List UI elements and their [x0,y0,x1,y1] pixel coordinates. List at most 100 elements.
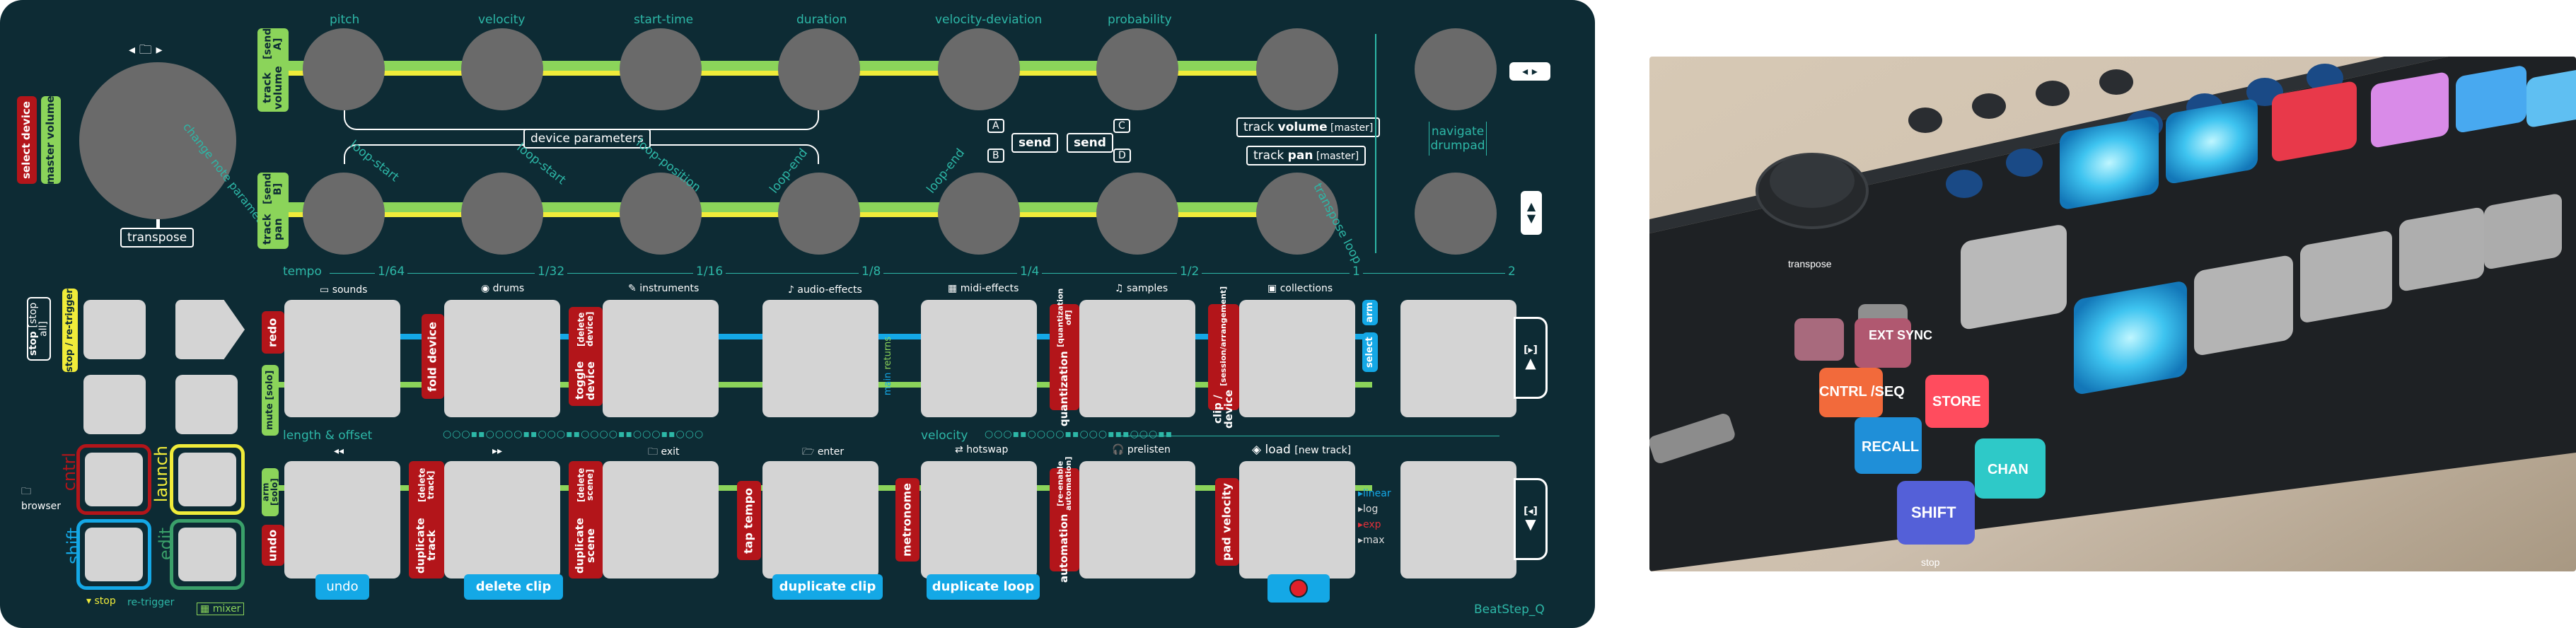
folder-nav-icon: ◂ 🗀 ▸ [129,42,163,57]
launch-ring [170,444,245,515]
knob-loop-start-1[interactable] [303,173,385,255]
pad-velocity-tag: pad velocity [1215,478,1239,566]
record-button[interactable] [1267,574,1330,603]
duplicate-clip-button[interactable]: duplicate clip [772,574,883,600]
photo-key-shift: SHIFT [1911,504,1956,521]
pad-1-7[interactable] [1239,300,1355,417]
label-start-time: start-time [634,13,694,27]
photo-key-cntrl: CNTRL /SEQ [1819,384,1905,400]
shift-ring [76,519,151,590]
knob-nav-upper[interactable] [1415,28,1497,110]
pad-shift[interactable] [85,528,143,581]
pad-1-6[interactable] [1079,300,1195,417]
knob-loop-start-2[interactable] [461,173,543,255]
knob-blank[interactable] [1096,173,1178,255]
brand-label: BeatStep_Q [1474,603,1545,617]
label-velocity-deviation: velocity-deviation [935,13,1043,27]
pad-edit[interactable] [178,528,236,581]
duplicate-track-tag: duplicate track [delete track] [409,461,444,578]
length-offset-dots: ○○○▪▪○○○○▪▪○○○▪▪○○○○▪▪○○○▪▪○○○ [443,429,704,440]
knob-pitch[interactable] [303,28,385,110]
re-trigger-small-label: re-trigger [127,597,175,608]
knob-duration[interactable] [778,28,860,110]
velocity-label: velocity [921,429,968,443]
automation-tag: automation [re-enable automation] [1050,457,1079,583]
pad-launch[interactable] [178,453,236,506]
pad-left-top-2-arrow[interactable] [175,300,245,359]
knob-velocity[interactable] [461,28,543,110]
device-parameters-label: device parameters [523,129,651,149]
master-encoder-knob[interactable] [79,62,236,219]
right-separator [1375,34,1376,253]
transpose-label: transpose [120,228,195,248]
knob-loop-end-1[interactable] [778,173,860,255]
nav-up-down-button[interactable]: ▲▼ [1521,191,1542,235]
delete-clip-button[interactable]: delete clip [464,574,563,600]
photo-key-ext-sync: EXT SYNC [1869,328,1932,342]
row2-prelisten: 🎧 prelisten [1112,444,1171,455]
pad-cntrl[interactable] [85,453,143,506]
device-photo: CNTRL /SEQ EXT SYNC RECALL STORE SHIFT C… [1649,57,2576,571]
pad-2-5[interactable] [921,461,1037,578]
photo-label-stop: stop [1921,557,1940,568]
pad-2-3[interactable] [603,461,719,578]
pad-1-5[interactable] [921,300,1037,417]
pad-1-3[interactable] [603,300,719,417]
mute-solo-tag: mute [solo] [262,365,279,436]
page-down-button[interactable]: [◂]▼ [1514,478,1548,560]
pad-left-mid-1[interactable] [83,375,146,434]
photo-key-recall: RECALL [1862,439,1919,455]
arm-solo-tag: arm [solo] [260,468,279,516]
mid-return-label: main returns [883,337,893,396]
pad-1-4[interactable] [762,300,878,417]
edit-ring [170,519,245,590]
tempo-label: tempo [283,264,322,279]
toggle-device-tag: toggle device [delete device] [569,307,603,406]
pad-1-1[interactable] [284,300,400,417]
tempo-tick-1-16: 1/16 [693,264,726,279]
cat-instruments: ✎ instruments [628,283,700,294]
mixer-label: ▦ mixer [197,603,245,615]
tempo-tick-1-64: 1/64 [375,264,408,279]
tempo-tick-2: 2 [1505,264,1519,279]
knob-probability[interactable] [1096,28,1178,110]
track-pan-send-b-tag: track pan [send B] [257,173,289,249]
pad-2-8[interactable] [1400,461,1516,578]
pad-left-top-1[interactable] [83,300,146,359]
pad-left-mid-2[interactable] [175,375,238,434]
photo-key-chan: CHAN [1988,462,2029,477]
pad-2-6[interactable] [1079,461,1195,578]
pad-2-4[interactable] [762,461,878,578]
send-a-label: A [987,119,1004,133]
pad-1-8[interactable] [1400,300,1516,417]
nav-left-right-button[interactable]: ◂ ▸ [1509,62,1550,81]
knob-nav-lower[interactable] [1415,173,1497,255]
undo-button[interactable]: undo [315,574,369,600]
device-parameters-bracket-top [344,110,819,130]
quantization-tag: quantization [quantization off] [1050,288,1079,426]
label-velocity: velocity [478,13,526,27]
send-cd-label: send [1067,133,1113,153]
send-b-label: B [987,149,1004,163]
track-pan-master-label: track pan [master] [1246,146,1367,165]
record-dot-icon [1289,579,1308,598]
knob-track-pan-master[interactable] [1256,173,1338,255]
pad-2-1[interactable] [284,461,400,578]
pad-1-2[interactable] [444,300,560,417]
page-up-button[interactable]: [▸]▲ [1514,317,1548,399]
knob-track-volume-master[interactable] [1256,28,1338,110]
velocity-dots: ○○○▪▪○○○○▪▪○○○▪▪▪○○○▪▪ [985,429,1173,440]
cat-drums: ◉ drums [481,283,525,294]
photo-key-store: STORE [1932,394,1981,409]
knob-loop-end-2[interactable] [938,173,1020,255]
knob-loop-position[interactable] [620,173,702,255]
knob-velocity-deviation[interactable] [938,28,1020,110]
tempo-tick-1: 1 [1350,264,1363,279]
pad-2-2[interactable] [444,461,560,578]
send-ab-label: send [1011,133,1058,153]
knob-start-time[interactable] [620,28,702,110]
duplicate-loop-button[interactable]: duplicate loop [927,574,1040,600]
label-duration: duration [796,13,847,27]
length-offset-label: length & offset [283,429,373,443]
pad-2-7[interactable] [1239,461,1355,578]
